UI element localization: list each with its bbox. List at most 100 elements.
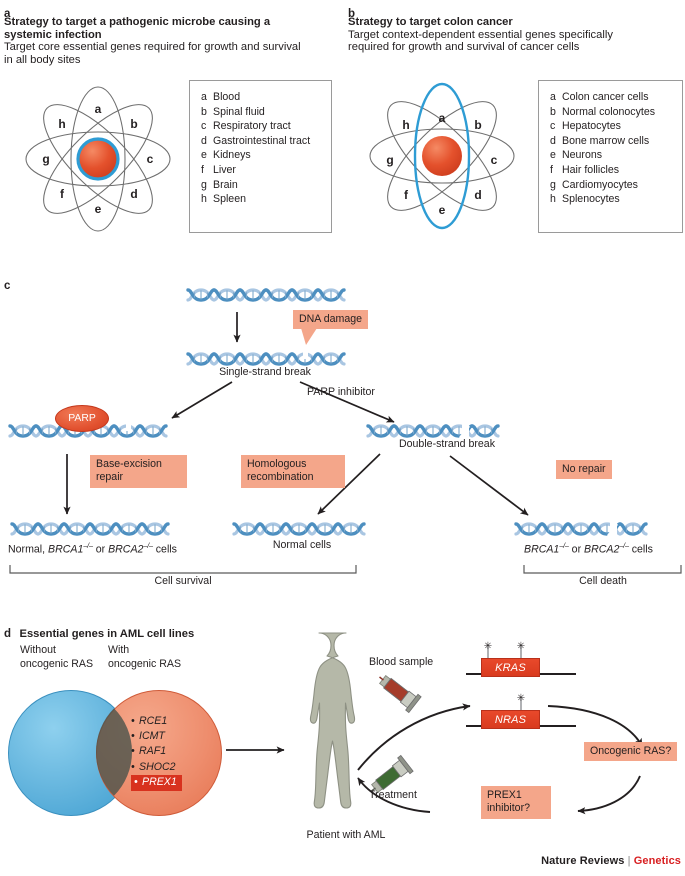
patient-label: Patient with AML: [306, 829, 386, 841]
panel-b-letter: b: [348, 4, 355, 22]
panel-a-subtitle-line2: in all body sites: [4, 53, 81, 66]
dna-helix-outcome-right: [514, 520, 648, 540]
dna-damage-callout: DNA damage: [293, 310, 369, 346]
double-strand-break-label: Double-strand break: [399, 438, 495, 450]
panel-c-letter-text: c: [4, 280, 11, 292]
blood-sample-label: Blood sample: [369, 656, 434, 668]
outcome-middle-caption: Normal cells: [272, 539, 332, 551]
petal-label-b: b: [130, 117, 138, 131]
venn-gene-list: •RCE1 •ICMT •RAF1 •SHOC2 •PREX1: [131, 714, 182, 792]
bullet-icon: •: [131, 745, 135, 758]
outcome-left-caption: Normal, BRCA1–/– or BRCA2–/– cells: [8, 541, 177, 556]
petal-label-e: e: [94, 202, 102, 216]
petal-label-b: b: [474, 118, 482, 132]
petal-label-c: c: [146, 152, 154, 166]
venn-left-label: Without oncogenic RAS: [20, 644, 94, 670]
panel-a-title-line2: systemic infection: [4, 28, 102, 41]
venn-to-patient-arrow: [226, 746, 285, 754]
petal-label-g: g: [42, 152, 50, 166]
prex1-inhibitor-question-label: PREX1 inhibitor?: [481, 786, 551, 819]
kras-gene-box: KRAS: [481, 658, 540, 677]
nras-gene-label: NRAS: [494, 713, 527, 726]
parp-protein-badge: PARP: [55, 405, 109, 432]
patient-silhouette-icon: [309, 632, 356, 809]
cell-survival-label: Cell survival: [154, 575, 212, 587]
petal-label-g: g: [386, 153, 394, 167]
gene-list-item: •ICMT: [131, 729, 182, 744]
panel-b-petal-labels: a b c d e f g h: [358, 72, 526, 240]
oncogenic-ras-question-label: Oncogenic RAS?: [584, 742, 678, 762]
panel-d-heading: d Essential genes in AML cell lines: [4, 624, 194, 642]
bullet-icon: •: [131, 715, 135, 727]
panel-b-letter-text: b: [348, 8, 356, 20]
mutation-star-icon: ✳: [516, 641, 526, 652]
gene-list-item-highlighted: •PREX1: [131, 774, 182, 792]
panel-b-orbital-diagram: [369, 82, 515, 230]
gene-list-item: •SHOC2: [131, 760, 182, 775]
petal-label-e: e: [438, 203, 446, 217]
petal-label-f: f: [404, 188, 408, 202]
homologous-recombination-label: Homologous recombination: [241, 455, 345, 488]
gene-list-item: •RCE1: [131, 714, 182, 729]
mutation-star-icon: ✳: [483, 641, 493, 652]
dna-helix-outcome-middle: [232, 522, 366, 536]
figure-footer: Nature Reviews | Genetics: [541, 855, 681, 867]
nras-gene-box: NRAS: [481, 710, 540, 729]
gene-list-item: •RAF1: [131, 744, 182, 759]
dna-damage-label: DNA damage: [293, 310, 369, 330]
petal-label-c: c: [490, 153, 498, 167]
mutation-star-icon: ✳: [516, 693, 526, 704]
panel-a-title-line1: Strategy to target a pathogenic microbe …: [4, 16, 271, 28]
panel-d-cycle-arrows: [357, 703, 643, 815]
panel-b-subtitle-line1: Target context-dependent essential genes…: [348, 28, 613, 41]
panel-d-letter-text: d: [4, 628, 12, 640]
bullet-icon: •: [131, 730, 135, 743]
no-repair-label: No repair: [556, 460, 612, 480]
parp-inhibitor-label: PARP inhibitor: [307, 386, 375, 398]
panel-b-subtitle-line2: required for growth and survival of canc…: [348, 41, 580, 54]
petal-label-h: h: [58, 117, 66, 131]
treatment-syringe-icon: [371, 754, 414, 794]
footer-separator: |: [627, 855, 631, 867]
petal-label-a: a: [438, 111, 446, 125]
blood-sample-syringe-icon: [379, 674, 422, 714]
petal-label-h: h: [402, 118, 410, 132]
bullet-icon: •: [131, 760, 135, 773]
journal-section: Genetics: [633, 855, 681, 867]
panel-a-letter-text: a: [4, 8, 11, 20]
panel-a-subtitle-line1: Target core essential genes required for…: [4, 41, 301, 54]
panel-a-orbital-diagram: [25, 86, 171, 232]
dna-helix-double-strand-break: [366, 422, 500, 442]
panel-a-petal-labels: a b c d e f g h: [14, 75, 182, 243]
petal-label-d: d: [130, 187, 138, 201]
outcome-right-caption: BRCA1–/– or BRCA2–/– cells: [524, 541, 653, 556]
panel-c-diagram: [8, 288, 682, 574]
bullet-icon: •: [134, 775, 138, 788]
dna-helix-parp-bound: [8, 424, 168, 438]
dna-helix-outcome-left: [10, 522, 170, 536]
panel-b-heading: Strategy to target colon cancer Target c…: [348, 16, 683, 54]
petal-label-a: a: [94, 102, 102, 116]
panel-c-letter: c: [4, 276, 10, 294]
panel-a-heading: Strategy to target a pathogenic microbe …: [4, 16, 336, 66]
petal-label-f: f: [60, 187, 64, 201]
panel-b-title-line1: Strategy to target colon cancer: [348, 16, 513, 28]
cell-death-label: Cell death: [579, 575, 627, 587]
panel-d-title: Essential genes in AML cell lines: [19, 628, 195, 640]
